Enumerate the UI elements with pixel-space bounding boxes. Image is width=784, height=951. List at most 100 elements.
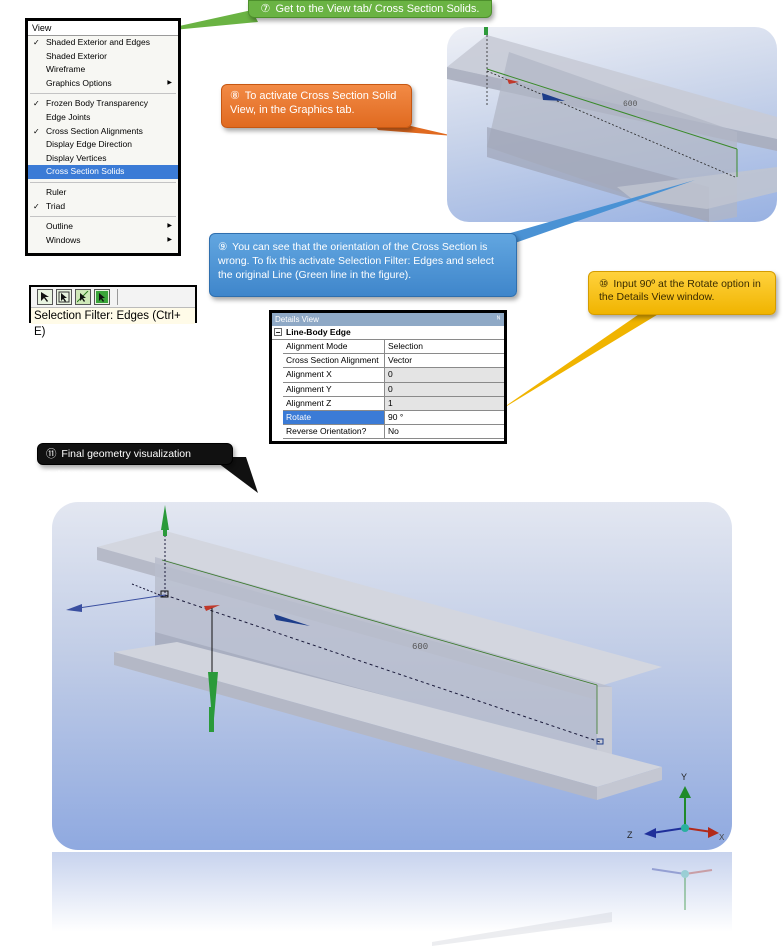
checkmark-icon: ✓ — [33, 126, 40, 136]
details-row-value[interactable]: 1 — [385, 396, 504, 410]
select-face-icon[interactable] — [56, 289, 72, 305]
menu-item-outline[interactable]: Outline ▶ — [28, 220, 178, 234]
i-beam-model-small — [447, 27, 777, 222]
callout-11-text: Final geometry visualization outcome. — [46, 448, 191, 480]
menu-item-cross-section-alignments[interactable]: ✓ Cross Section Alignments — [28, 125, 178, 139]
checkmark-icon: ✓ — [33, 99, 40, 109]
details-row-value[interactable]: 0 — [385, 382, 504, 396]
menu-item-label: Shaded Exterior — [46, 50, 107, 61]
menu-item-shaded-exterior[interactable]: Shaded Exterior — [28, 50, 178, 64]
toolbar-separator — [117, 289, 118, 305]
callout-9-number: ⑨ — [218, 241, 228, 253]
menu-item-cross-section-solids[interactable]: Cross Section Solids — [28, 165, 178, 179]
menu-item-display-edge-direction[interactable]: Display Edge Direction — [28, 138, 178, 152]
menu-item-label: Shaded Exterior and Edges — [46, 37, 150, 47]
details-row-key: Alignment Mode — [283, 340, 385, 354]
menu-item-triad[interactable]: ✓Triad — [28, 200, 178, 214]
reflected-triad — [432, 868, 713, 946]
select-vertex-icon[interactable] — [94, 289, 110, 305]
menu-item-edge-joints[interactable]: Edge Joints — [28, 111, 178, 125]
details-row-value[interactable]: 90 ° — [388, 411, 404, 422]
menu-item-label: Wireframe — [46, 64, 86, 75]
view-menu-title[interactable]: View — [28, 21, 178, 36]
submenu-arrow-icon: ▶ — [167, 79, 172, 86]
callout-11-pointer — [210, 457, 258, 493]
i-beam-model-final — [66, 505, 719, 838]
selection-toolbar: Selection Filter: Edges (Ctrl+ E) — [29, 285, 197, 338]
details-row-key: Alignment Y — [283, 382, 385, 396]
details-row-value[interactable]: Vector — [388, 355, 413, 366]
graphics-view-final[interactable]: 600 Y Z X — [52, 502, 732, 850]
details-row-reverse-orientation[interactable]: Reverse Orientation?No — [283, 425, 504, 440]
details-row-key: Rotate — [283, 410, 385, 425]
details-row-value[interactable]: 0 — [385, 368, 504, 382]
menu-item-label: Triad — [46, 200, 66, 211]
menu-item-shaded-exterior-and-edges[interactable]: ✓ Shaded Exterior and Edges — [28, 36, 178, 50]
menu-item-label: Graphics Options — [46, 77, 112, 88]
menu-separator — [30, 181, 176, 183]
callout-8-text: To activate Cross Section Solid View, in… — [230, 90, 397, 116]
callout-11-number: ⑪ — [46, 448, 57, 460]
details-row-key: Reverse Orientation? — [283, 425, 385, 439]
select-icon[interactable] — [37, 289, 53, 305]
callout-7-text: Get to the View tab/ Cross Section Solid… — [275, 3, 480, 15]
callout-7: ⑦ Get to the View tab/ Cross Section Sol… — [248, 0, 492, 18]
callout-10-text: Input 90º at the Rotate option in the De… — [599, 278, 761, 303]
menu-item-label: Windows — [46, 234, 81, 245]
details-row-value[interactable]: Selection — [388, 341, 423, 351]
viewport-reflection — [52, 852, 732, 946]
callout-10: ⑩ Input 90º at the Rotate option in the … — [588, 271, 776, 315]
menu-item-label: Edge Joints — [46, 111, 91, 122]
details-group-label: Line-Body Edge — [286, 327, 351, 337]
menu-item-display-vertices[interactable]: Display Vertices — [28, 152, 178, 166]
triad-z-label: Z — [627, 830, 633, 840]
menu-item-wireframe[interactable]: Wireframe — [28, 63, 178, 77]
graphics-view-small[interactable]: 600 — [447, 27, 777, 222]
details-row-value[interactable]: No — [388, 426, 399, 437]
big-view-dimension: 600 — [412, 642, 429, 652]
menu-item-label: Cross Section Alignments — [46, 125, 143, 136]
callout-9: ⑨ You can see that the orientation of th… — [209, 233, 517, 297]
triad-y-label: Y — [681, 772, 688, 782]
menu-item-ruler[interactable]: Ruler — [28, 186, 178, 200]
menu-item-graphics-options[interactable]: Graphics Options ▶ — [28, 77, 178, 91]
callout-10-pointer — [497, 310, 665, 412]
menu-item-label: Ruler — [46, 186, 67, 197]
collapse-toggle-icon[interactable]: − — [274, 328, 282, 337]
small-view-dimension: 600 — [623, 100, 638, 109]
submenu-arrow-icon: ▶ — [167, 223, 172, 230]
callout-11: ⑪ Final geometry visualization outcome. — [37, 443, 233, 480]
menu-item-label: Frozen Body Transparency — [46, 98, 149, 109]
callout-10-number: ⑩ — [599, 278, 609, 290]
checkmark-icon: ✓ — [33, 38, 40, 47]
details-group-header[interactable]: − Line-Body Edge — [272, 326, 504, 340]
menu-item-windows[interactable]: Windows ▶ — [28, 234, 178, 248]
details-view-title-text: Details View — [275, 315, 319, 324]
callout-9-text: You can see that the orientation of the … — [218, 241, 494, 281]
submenu-arrow-icon: ▶ — [167, 236, 172, 243]
menu-item-label: Cross Section Solids — [46, 166, 125, 177]
pin-icon[interactable]: ᴺ — [496, 316, 500, 323]
menu-item-label: Display Edge Direction — [46, 139, 132, 150]
triad-x-label: X — [719, 833, 725, 842]
details-row-key: Alignment X — [283, 368, 385, 382]
select-edge-icon[interactable] — [75, 289, 91, 305]
menu-item-label: Outline — [46, 221, 73, 232]
callout-8-number: ⑧ — [230, 90, 240, 102]
callout-9-pointer — [500, 180, 695, 244]
menu-separator — [30, 216, 176, 218]
selection-filter-tooltip: Selection Filter: Edges (Ctrl+ E) — [31, 308, 195, 338]
menu-separator — [30, 93, 176, 95]
details-row-key: Cross Section Alignment — [283, 354, 385, 368]
menu-item-label: Display Vertices — [46, 152, 107, 163]
menu-item-frozen-body-transparency[interactable]: ✓ Frozen Body Transparency — [28, 97, 178, 111]
details-row-key: Alignment Z — [283, 396, 385, 410]
